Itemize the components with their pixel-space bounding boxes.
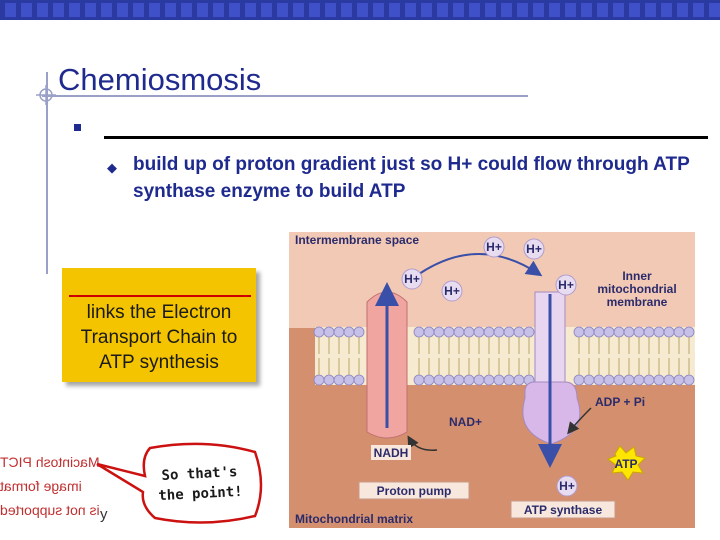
lipid-head xyxy=(663,326,675,338)
stray-letter: y xyxy=(100,506,108,523)
lipid-head xyxy=(443,326,455,338)
nadh-box xyxy=(371,445,411,460)
fill-in-blank-line xyxy=(104,136,708,139)
nad-label: NAD+ xyxy=(449,415,482,429)
lipid-head xyxy=(453,326,465,338)
lipid-head xyxy=(573,374,585,386)
lipid-head xyxy=(323,326,335,338)
lipid-head xyxy=(633,326,645,338)
lipid-head xyxy=(623,374,635,386)
speech-bubble xyxy=(96,442,263,524)
lipid-head xyxy=(463,326,475,338)
lipid-head xyxy=(343,374,355,386)
lipid-head xyxy=(653,326,665,338)
inner-membrane-label: Inner xyxy=(622,269,652,283)
adp-arrow xyxy=(567,407,592,435)
lipid-head xyxy=(603,326,615,338)
lipid-head xyxy=(583,374,595,386)
atp-label: ATP xyxy=(614,457,637,471)
diamond-bullet-icon: ◆ xyxy=(107,160,117,175)
lipid-head xyxy=(653,374,665,386)
lipid-head xyxy=(503,374,515,386)
lipid-head xyxy=(333,326,345,338)
lipid-head xyxy=(473,326,485,338)
lipid-head xyxy=(353,326,365,338)
lipid-head xyxy=(423,374,435,386)
lipid-head xyxy=(433,326,445,338)
inner-membrane-label: membrane xyxy=(607,295,668,309)
lipid-head xyxy=(323,374,335,386)
lipid-head xyxy=(503,326,515,338)
lipid-head xyxy=(313,374,325,386)
lipid-head xyxy=(513,374,525,386)
lipid-head xyxy=(493,326,505,338)
title-underline xyxy=(42,95,528,97)
lipid-head xyxy=(333,374,345,386)
vertical-rule xyxy=(46,72,48,274)
lipid-head xyxy=(683,374,695,386)
proton-label: H+ xyxy=(558,278,574,292)
atp-synthase-box xyxy=(510,500,616,519)
callout-text: links the Electron Transport Chain to AT… xyxy=(80,302,238,373)
lipid-head xyxy=(493,374,505,386)
lipid-head xyxy=(343,326,355,338)
lipid-head xyxy=(483,326,495,338)
lipid-head xyxy=(663,374,675,386)
chemiosmosis-diagram: Intermembrane space Mitochondrial matrix… xyxy=(289,232,695,528)
square-bullet-icon xyxy=(74,124,81,131)
lipid-head xyxy=(583,326,595,338)
callout-box: links the Electron Transport Chain to AT… xyxy=(62,268,256,382)
inner-membrane-label: mitochondrial xyxy=(597,282,676,296)
intermembrane-label: Intermembrane space xyxy=(295,233,419,247)
top-bar xyxy=(0,0,720,20)
lipid-head xyxy=(413,374,425,386)
lipid-head xyxy=(443,374,455,386)
lipid-head xyxy=(613,326,625,338)
proton-label: H+ xyxy=(526,242,542,256)
callout-blank-line xyxy=(69,295,251,297)
crosshair-icon xyxy=(36,85,56,105)
lipid-head xyxy=(413,326,425,338)
proton-pump-box xyxy=(358,481,470,500)
proton-label: H+ xyxy=(486,240,502,254)
lipid-head xyxy=(593,326,605,338)
lipid-head xyxy=(513,326,525,338)
lipid-head xyxy=(673,326,685,338)
lipid-head xyxy=(313,326,325,338)
lipid-head xyxy=(603,374,615,386)
slide-title: Chemiosmosis xyxy=(58,62,262,97)
lipid-head xyxy=(573,326,585,338)
lipid-head xyxy=(633,374,645,386)
proton-label: H+ xyxy=(404,272,420,286)
lipid-head xyxy=(643,326,655,338)
nadh-arrow xyxy=(407,435,438,451)
atp-star-icon xyxy=(606,445,646,481)
nadh-label: NADH xyxy=(374,446,409,460)
lipid-head xyxy=(613,374,625,386)
adp-label: ADP + Pi xyxy=(595,395,645,409)
lipid-head xyxy=(483,374,495,386)
proton-flow-arrow xyxy=(418,253,543,277)
proton-label: H+ xyxy=(444,284,460,298)
lipid-head xyxy=(523,326,535,338)
proton-pump-label: Proton pump xyxy=(377,484,452,498)
lipid-head xyxy=(643,374,655,386)
matrix-label: Mitochondrial matrix xyxy=(295,512,413,526)
lipid-head xyxy=(453,374,465,386)
lipid-head xyxy=(473,374,485,386)
sub-bullet-text: build up of proton gradient just so H+ c… xyxy=(133,154,690,202)
lipid-head xyxy=(423,326,435,338)
phospholipid-tails xyxy=(318,337,690,375)
lipid-head xyxy=(463,374,475,386)
lipid-head xyxy=(593,374,605,386)
bubble-text: So that's the point! xyxy=(158,464,244,505)
lipid-head xyxy=(623,326,635,338)
lipid-head xyxy=(433,374,445,386)
lipid-head xyxy=(353,374,365,386)
lipid-head xyxy=(683,326,695,338)
proton-label: H+ xyxy=(559,479,575,493)
lipid-head xyxy=(673,374,685,386)
atp-synthase-label: ATP synthase xyxy=(524,503,603,517)
